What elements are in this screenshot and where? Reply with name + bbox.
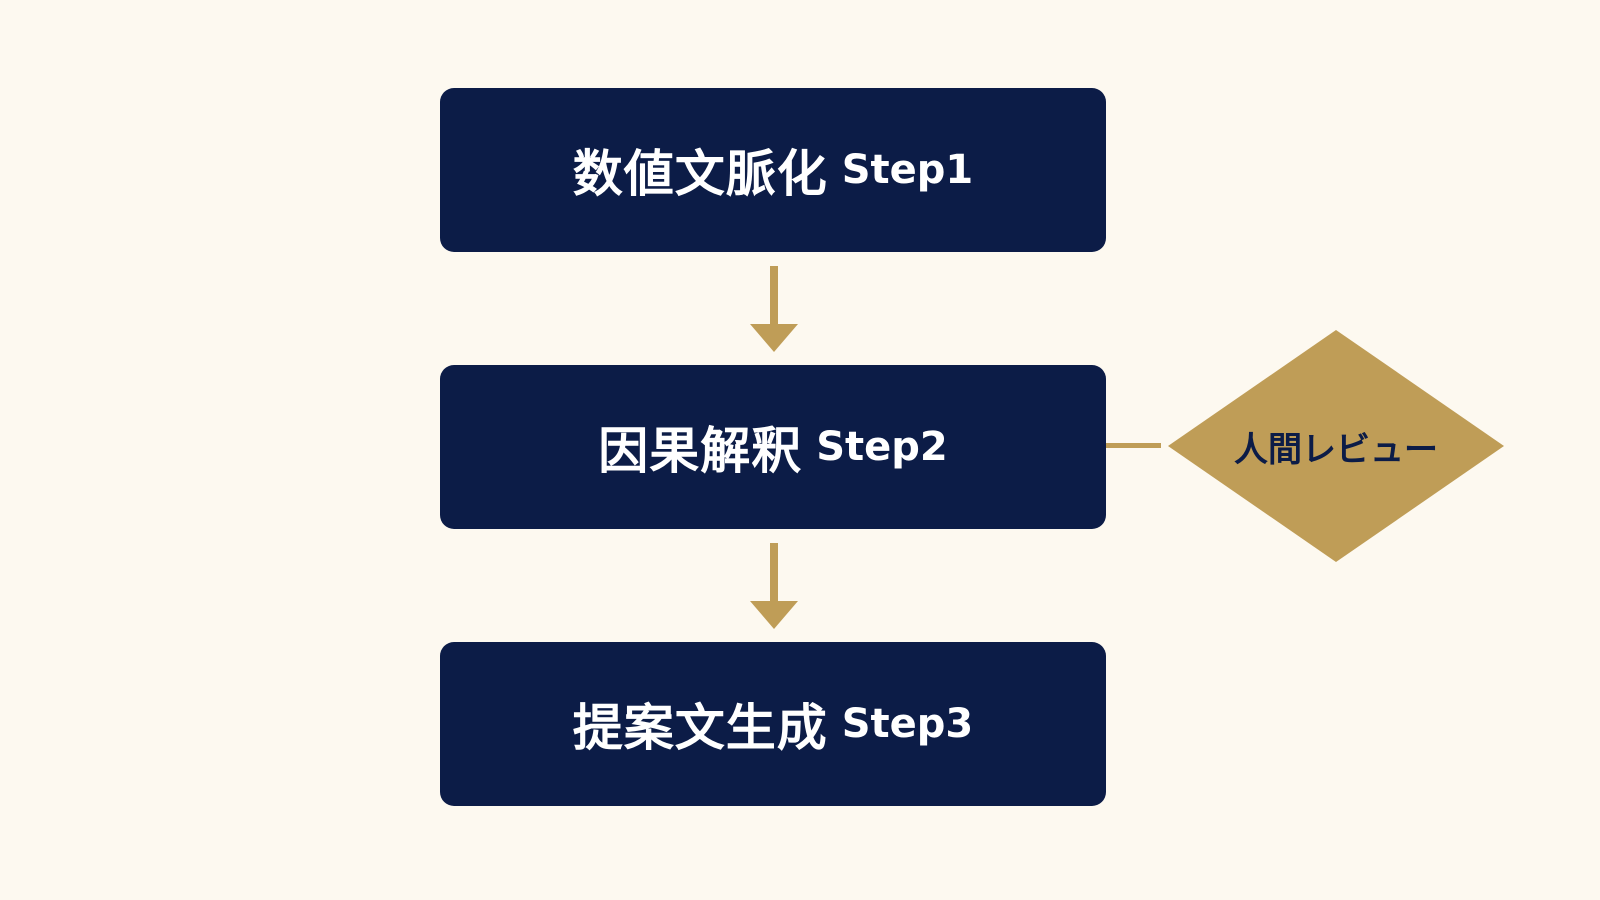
arrow-down-2 [750,543,798,629]
step-2-tag: Step2 [816,424,948,470]
step-3-box: 提案文生成 Step3 [440,642,1106,806]
step-1-box: 数値文脈化 Step1 [440,88,1106,252]
arrow-down-1 [750,266,798,352]
review-diamond-shape [1168,330,1504,562]
step-1-tag: Step1 [841,147,974,193]
review-label: 人間レビュー [1234,429,1438,470]
step-2-box: 因果解釈 Step2 [440,365,1106,529]
step-3-tag: Step3 [841,701,974,747]
review-label-container: 人間レビュー [1168,330,1504,562]
step-1-label: 数値文脈化 [572,145,828,203]
step-3-label: 提案文生成 [572,699,828,757]
review-connector-line [1106,443,1161,448]
step-2-label: 因果解釈 [598,422,803,480]
